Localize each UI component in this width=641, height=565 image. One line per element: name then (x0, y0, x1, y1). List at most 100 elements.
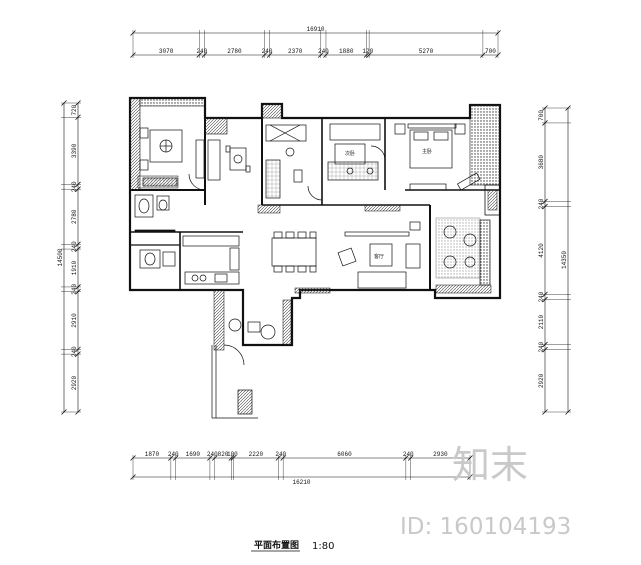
dim-segment-label: 240 (71, 181, 78, 192)
dim-segment-label: 240 (538, 341, 545, 352)
dim-tick (75, 346, 81, 353)
master-bedroom (394, 123, 481, 191)
dim-tick (172, 455, 179, 461)
dim-segment-label: 1910 (71, 260, 78, 275)
watermark-id: ID: 160104193 (400, 514, 571, 540)
dim-segment-label: 240 (207, 451, 218, 458)
dim-segment-label: 1690 (186, 451, 201, 458)
kitchen (182, 235, 240, 285)
dim-tick (130, 474, 136, 480)
dim-total-label: 14350 (561, 251, 568, 269)
drawing-title: 平面布置图 (254, 539, 299, 551)
dim-tick (211, 455, 218, 461)
dim-segment-label: 240 (196, 48, 207, 55)
dim-segment-label: 240 (318, 48, 329, 55)
dim-tick (467, 455, 473, 461)
dim-tick (75, 284, 81, 290)
dim-tick (542, 198, 548, 205)
dim-segment-label: 2920 (538, 373, 545, 388)
dim-tick (565, 105, 571, 111)
dim-tick (542, 341, 548, 348)
dim-tick (542, 291, 548, 298)
dim-tick (130, 52, 136, 58)
dim-segment-label: 240 (403, 451, 414, 458)
bedroom-top-left (139, 127, 206, 191)
dim-tick (266, 52, 273, 58)
dim-tick (318, 52, 324, 58)
dim-tick (366, 52, 372, 58)
dim-segment-label: 820 (218, 451, 229, 458)
dim-tick (407, 455, 414, 461)
dim-segment-label: 720 (71, 104, 78, 115)
dim-segment-label: 2930 (433, 451, 448, 458)
dim-tick (542, 296, 548, 303)
dim-tick (75, 409, 81, 415)
dim-tick (75, 246, 81, 252)
dim-segment-label: 5270 (419, 48, 434, 55)
dim-tick (542, 346, 548, 353)
dim-tick (75, 114, 81, 121)
dim-segment-label: 2920 (71, 375, 78, 390)
dim-tick (61, 409, 67, 415)
dim-tick (228, 455, 235, 461)
dim-tick (75, 181, 81, 188)
dim-tick (495, 52, 501, 58)
dim-segment-label: 3070 (159, 48, 174, 55)
room-label-second: 次卧 (345, 150, 355, 157)
dim-segment-label: 240 (538, 198, 545, 209)
room-label-master: 主卧 (422, 148, 432, 155)
dim-tick (207, 455, 213, 461)
dim-tick (230, 455, 237, 461)
room-label-living: 客厅 (374, 253, 384, 260)
dim-segment-label: 240 (71, 241, 78, 252)
dim-segment-label: 240 (168, 451, 179, 458)
dim-segment-label: 240 (71, 346, 78, 357)
dim-segment-label: 2780 (227, 48, 242, 55)
dim-tick (75, 100, 81, 106)
dim-tick (542, 203, 548, 210)
dim-tick (75, 241, 81, 248)
dim-segment-label: 240 (275, 451, 286, 458)
dim-tick (75, 351, 81, 357)
dim-tick (495, 30, 501, 36)
dim-tick (168, 455, 174, 461)
dim-tick (542, 105, 548, 111)
watermark-brand: 知末 (452, 443, 528, 487)
dim-tick (280, 455, 286, 461)
dim-tick (467, 474, 473, 480)
dim-segment-label: 240 (262, 48, 273, 55)
dim-tick (542, 120, 548, 126)
study-room (207, 139, 251, 181)
dim-segment-label: 120 (362, 48, 373, 55)
dim-tick (75, 186, 81, 193)
dim-segment-label: 240 (71, 284, 78, 295)
dim-segment-label: 3390 (71, 143, 78, 158)
dim-segment-label: 1870 (145, 451, 160, 458)
drawing-scale: 1:80 (312, 541, 334, 552)
dim-tick (130, 455, 136, 461)
dim-segment-label: 1880 (339, 48, 354, 55)
balcony-right (435, 217, 491, 286)
dim-segment-label: 700 (485, 48, 496, 55)
dim-tick (403, 455, 409, 461)
dim-segment-label: 2780 (71, 209, 78, 224)
dim-segment-label: 3680 (538, 155, 545, 170)
dim-tick (261, 52, 268, 58)
dim-tick (565, 409, 571, 415)
dim-segment-label: 2110 (538, 314, 545, 329)
dim-segment-label: 100 (227, 451, 238, 458)
front-balcony (211, 318, 276, 419)
living-dining (271, 221, 421, 289)
dim-segment-label: 4120 (538, 243, 545, 258)
dim-tick (61, 100, 67, 106)
dim-segment-label: 6060 (337, 451, 352, 458)
dim-segment-label: 700 (538, 110, 545, 121)
dim-segment-label: 2370 (288, 48, 303, 55)
dim-tick (363, 52, 370, 58)
dim-tick (323, 52, 329, 58)
dim-tick (201, 52, 208, 58)
